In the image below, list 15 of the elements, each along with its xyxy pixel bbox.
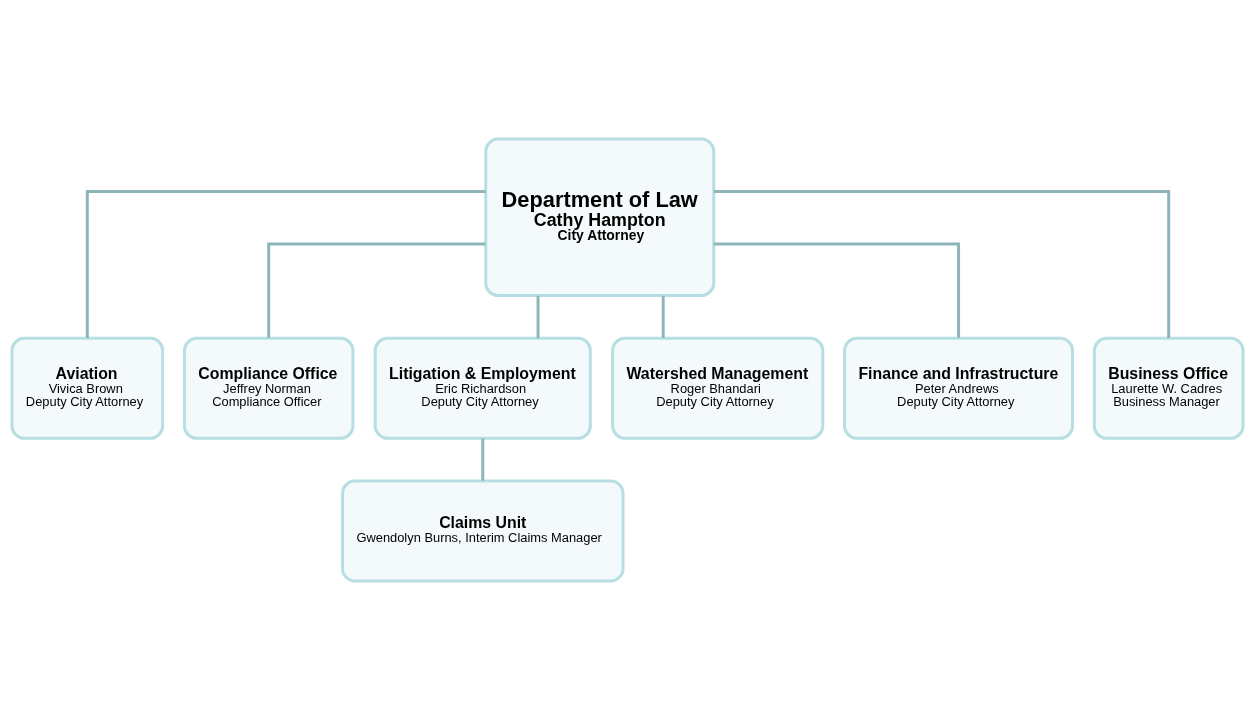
node-box: Watershed Management Roger Bhandari Deputy City Attorney xyxy=(611,336,825,440)
connector xyxy=(661,295,665,338)
connector xyxy=(481,438,485,481)
connector xyxy=(267,242,486,338)
connector xyxy=(713,189,1171,338)
connector xyxy=(85,189,486,338)
node-box: Litigation & Employment Eric Richardson Deputy City Attorney xyxy=(373,336,592,440)
node-box: Compliance Office Jeffrey Norman Compliance Officer xyxy=(182,336,355,440)
node-box: Claims Unit Gwendolyn Burns, Interim Claims Manager xyxy=(341,478,625,583)
node-box: Department of Law Cathy Hampton City Attorney xyxy=(484,136,716,297)
node-box: Finance and Infrastructure Peter Andrews Deputy City Attorney xyxy=(843,336,1075,440)
node-box: Aviation Vivica Brown Deputy City Attorney xyxy=(10,336,165,440)
connector xyxy=(536,295,540,338)
connector xyxy=(713,242,961,338)
node-box: Business Office Laurette W. Cadres Business Manager xyxy=(1092,336,1245,440)
